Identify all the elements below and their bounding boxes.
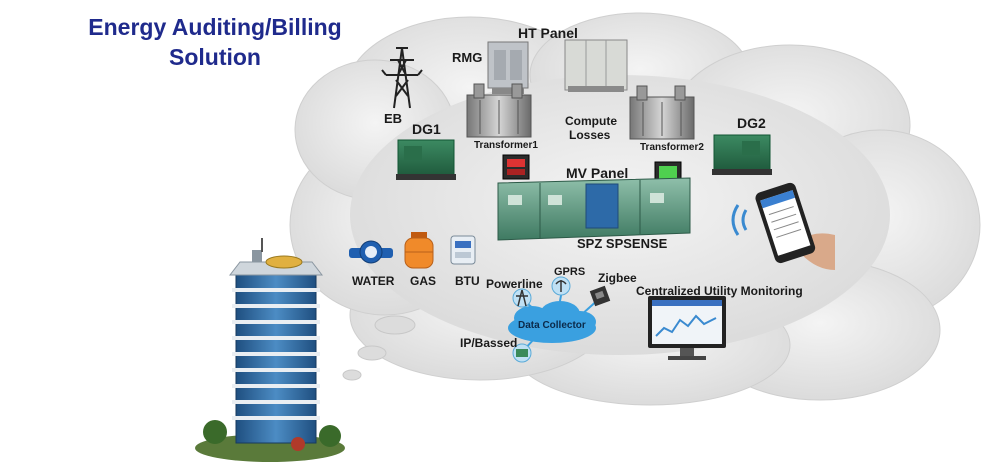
page-title: Energy Auditing/Billing Solution [60,12,370,72]
meter-icon [502,154,530,180]
label-losses: Losses [569,128,611,142]
label-ip-based: IP/Bassed [460,336,518,350]
powerline-icon [512,288,532,308]
generator-icon [712,134,772,175]
label-ht-panel: HT Panel [518,25,578,41]
label-mv-panel: MV Panel [566,165,629,181]
transformer-icon [466,83,532,138]
label-dg2: DG2 [737,115,766,131]
title-line-1: Energy Auditing/Billing [88,14,342,40]
label-powerline: Powerline [486,277,543,291]
ht-panel-icon [564,39,628,92]
monitor-icon [648,296,726,360]
label-spz-spsense: SPZ SPSENSE [577,236,668,251]
label-centralized-monitoring: Centralized Utility Monitoring [636,284,803,298]
mv-panel-icon [497,177,691,241]
label-transformer1: Transformer1 [474,140,538,151]
label-compute: Compute [565,114,617,128]
generator-icon [396,139,456,180]
label-dg1: DG1 [412,121,441,137]
label-transformer2: Transformer2 [640,142,704,153]
title-line-2: Solution [169,44,261,70]
gas-cylinder-icon [404,232,434,269]
label-gprs: GPRS [554,266,586,278]
label-gas: GAS [410,274,437,288]
smartphone-icon [731,182,835,270]
btu-meter-icon [450,235,476,265]
label-eb: EB [384,111,403,126]
rmg-cabinet-icon [487,41,529,94]
water-meter-icon [349,240,393,264]
data-collector-icon [508,301,596,343]
label-rmg: RMG [452,50,483,65]
label-data-collector: Data Collector [518,320,586,331]
label-zigbee: Zigbee [598,271,637,285]
building-icon [195,238,345,462]
zigbee-icon [589,285,611,307]
label-btu: BTU [455,274,480,288]
gprs-icon [551,276,571,296]
ip-icon [512,343,532,363]
transmission-tower-icon [381,47,423,109]
label-water: WATER [352,274,395,288]
transformer-icon [629,85,695,140]
